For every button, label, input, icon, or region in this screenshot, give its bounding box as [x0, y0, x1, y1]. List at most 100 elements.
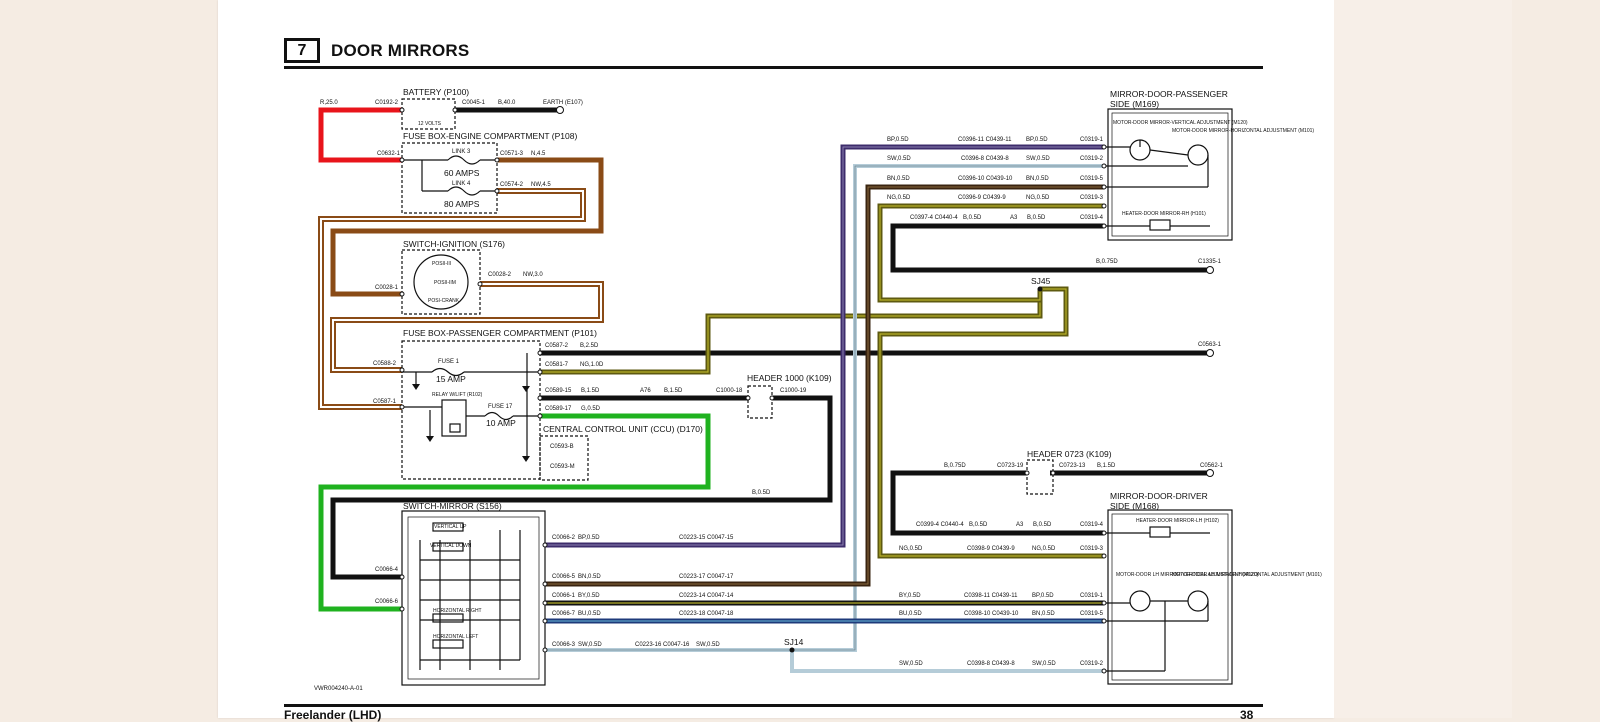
wire-label: NG,0.5D: [887, 195, 911, 201]
wire-label: SW,0.5D: [899, 661, 923, 667]
connector-label: C0571-3: [500, 151, 524, 157]
connector-label: C0028-1: [375, 285, 399, 291]
mirror-driver-label: MIRROR-DOOR-DRIVER: [1110, 491, 1208, 501]
footer-rule: [284, 704, 1263, 707]
wire-label: B,0.5D: [963, 215, 982, 221]
connector-label: C0066-1: [552, 593, 576, 599]
fuse1-label: FUSE 1: [438, 359, 460, 365]
wire-label: NG,0.5D: [899, 546, 923, 552]
wire-sw-driver: [790, 650, 1104, 673]
wire-label: BP,0.5D: [1032, 593, 1054, 599]
connector-label: C0593-B: [550, 444, 574, 450]
wire-label: NG,1.0D: [580, 362, 604, 368]
mirror-driver-side-label: SIDE (M168): [1110, 501, 1159, 511]
connector-label: C0723-13: [1059, 463, 1086, 469]
connector-label: C0192-2: [375, 100, 399, 106]
wire-label: NW,4.5: [531, 182, 551, 188]
wire-label: B,0.5D: [1027, 215, 1046, 221]
page-number: 38: [1240, 708, 1254, 722]
connector-label: C0066-4: [375, 567, 399, 573]
wire-label: SW,0.5D: [1032, 661, 1056, 667]
header0723-label: HEADER 0723 (K109): [1027, 449, 1112, 459]
splice-sj14: [789, 647, 795, 653]
connector-label: C0587-2: [545, 343, 569, 349]
link4-amps-label: 80 AMPS: [444, 199, 480, 209]
mirror-driver-box: [1107, 509, 1233, 685]
vertical-down-label: VERTICAL DOWN: [430, 543, 472, 549]
connector-label: C0398-11 C0439-11: [964, 593, 1018, 599]
motor-horizontal-rh-label: MOTOR-DOOR MIRROR-HORIZONTAL ADJUSTMENT …: [1172, 128, 1314, 134]
wire-label: BU,0.5D: [899, 611, 922, 617]
wire-label: SW,0.5D: [696, 642, 720, 648]
ignition-pos1-label: POSII-III: [432, 261, 451, 267]
connector-label: C0319-2: [1080, 156, 1104, 162]
connector-label: C1335-1: [1198, 259, 1222, 265]
header1000-box: [747, 385, 773, 419]
splice-sj45: [1037, 286, 1043, 292]
wire-label: BY,0.5D: [578, 593, 600, 599]
wire-label: B,1.5D: [1097, 463, 1116, 469]
motor-vertical-lh-label: MOTOR-DOOR LH MIRROR-VERTICAL ADJUSTMENT…: [1116, 572, 1259, 578]
link4-fuse: [447, 186, 481, 196]
fuse17-amps-label: 10 AMP: [486, 418, 516, 428]
connector-label: C0319-1: [1080, 593, 1104, 599]
fuse1: [431, 367, 465, 377]
wire-label: B,0.5D: [969, 522, 988, 528]
battery-box: [401, 98, 456, 130]
connector-label: C0319-4: [1080, 522, 1104, 528]
motor-horizontal-lh-label: MOTOR-DOOR LH MIRROR-HORIZONTAL ADJUSTME…: [1172, 572, 1322, 578]
ignition-switch: [413, 254, 469, 310]
relay: [441, 399, 467, 437]
connector-label: C0589-15: [545, 388, 572, 394]
manual-page: [218, 0, 1334, 718]
ignition-label: SWITCH-IGNITION (S176): [403, 239, 505, 249]
wire-label: B,0.75D: [944, 463, 966, 469]
connector-label: C0723-19: [997, 463, 1024, 469]
connector-label: C0223-16 C0047-16: [635, 642, 690, 648]
header1000-label: HEADER 1000 (K109): [747, 373, 832, 383]
connector-label: C0066-2: [552, 535, 576, 541]
heater-rh-element: [1149, 219, 1171, 231]
connector-label: C0563-1: [1198, 342, 1222, 348]
wire-label: B,2.5D: [580, 343, 599, 349]
wire-label: BN,0.5D: [1026, 176, 1049, 182]
wire-label: BP,0.5D: [887, 137, 909, 143]
wire-label: BN,0.5D: [1032, 611, 1055, 617]
link4-label: LINK 4: [452, 181, 471, 187]
fuse17-label: FUSE 17: [488, 404, 513, 410]
vertical-up-label: VERTICAL UP: [434, 524, 467, 530]
wire-label: BP,0.5D: [1026, 137, 1048, 143]
wire-label: B,0.75D: [1096, 259, 1118, 265]
ccu-box: [539, 435, 589, 481]
page-gutter: [1334, 0, 1512, 718]
wire-nw-ignition: [330, 281, 604, 373]
wire-label: SW,0.5D: [578, 642, 602, 648]
fuse17: [484, 411, 514, 421]
connector-label: C1000-19: [780, 388, 807, 394]
ignition-pos2-label: POSII-IIM: [434, 280, 456, 286]
connector-label: C0632-1: [377, 151, 401, 157]
connector-label: C0319-3: [1080, 546, 1104, 552]
wire-label: R,25.0: [320, 100, 338, 106]
connector-label: C1000-18: [716, 388, 743, 394]
motor-vertical-lh: [1129, 590, 1151, 612]
connector-label: C0066-5: [552, 574, 576, 580]
connector-label: C0319-5: [1080, 176, 1104, 182]
wire-label: BP,0.5D: [578, 535, 600, 541]
wire-green: [318, 413, 711, 612]
a3-bottom-label: A3: [1016, 522, 1024, 528]
fusebox-engine-box: [401, 142, 498, 214]
wire-label: G,0.5D: [581, 406, 601, 412]
connector-label: C0319-4: [1080, 215, 1104, 221]
connector-label: C0066-6: [375, 599, 399, 605]
connector-label: C0593-M: [550, 464, 575, 470]
ccu-label: CENTRAL CONTROL UNIT (CCU) (D170): [543, 424, 703, 434]
connector-label: C0066-3: [552, 642, 576, 648]
ignition-pos3-label: POSI-CRANK: [428, 298, 460, 304]
sj14-label: SJ14: [784, 637, 804, 647]
link3-amps-label: 60 AMPS: [444, 168, 480, 178]
connector-label: C0223-17 C0047-17: [679, 574, 734, 580]
wire-brown-link3: [330, 157, 604, 297]
connector-label: C0398-8 C0439-8: [967, 661, 1015, 667]
